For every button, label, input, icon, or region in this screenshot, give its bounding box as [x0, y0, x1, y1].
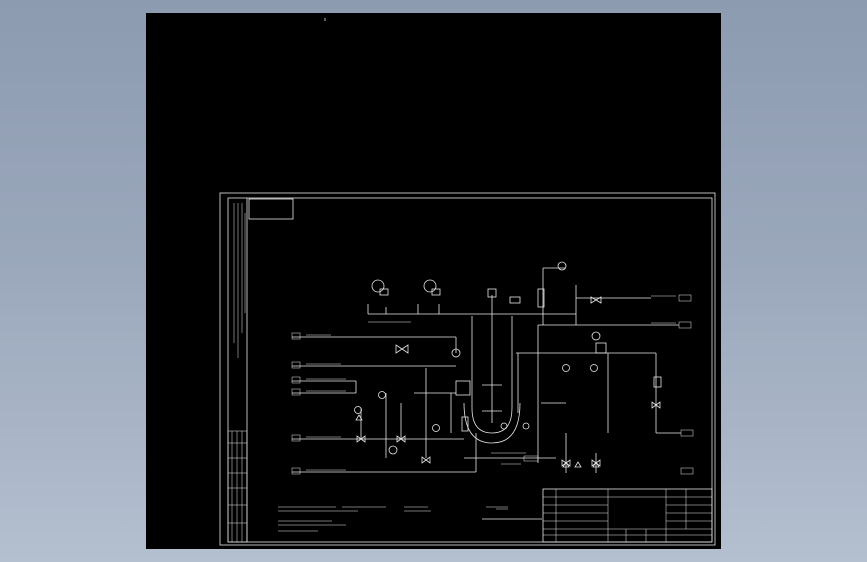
valve-icon	[356, 296, 661, 467]
sheet-corner-box	[248, 198, 294, 220]
piping	[292, 267, 681, 473]
revision-table	[227, 430, 248, 543]
vessel-caption	[482, 508, 542, 520]
sheet-outer-border	[219, 192, 716, 546]
stream-tags	[291, 294, 694, 475]
title-block	[542, 488, 713, 543]
process-flow-diagram	[219, 18, 716, 546]
vent-arrows	[355, 414, 600, 468]
notes-column-text	[233, 203, 246, 358]
instrument-bubble-icon	[354, 261, 601, 455]
equipment-box-right	[653, 376, 662, 388]
cad-model-space[interactable]	[146, 13, 721, 549]
equipment-box-mid	[595, 342, 607, 354]
equipment-column	[537, 288, 545, 308]
equipment-box-left	[455, 380, 471, 396]
equipment-box-top	[509, 296, 521, 304]
sheet-inner-border	[227, 197, 713, 543]
reactor-vessel-icon	[461, 288, 521, 444]
pump-icon	[371, 279, 441, 296]
